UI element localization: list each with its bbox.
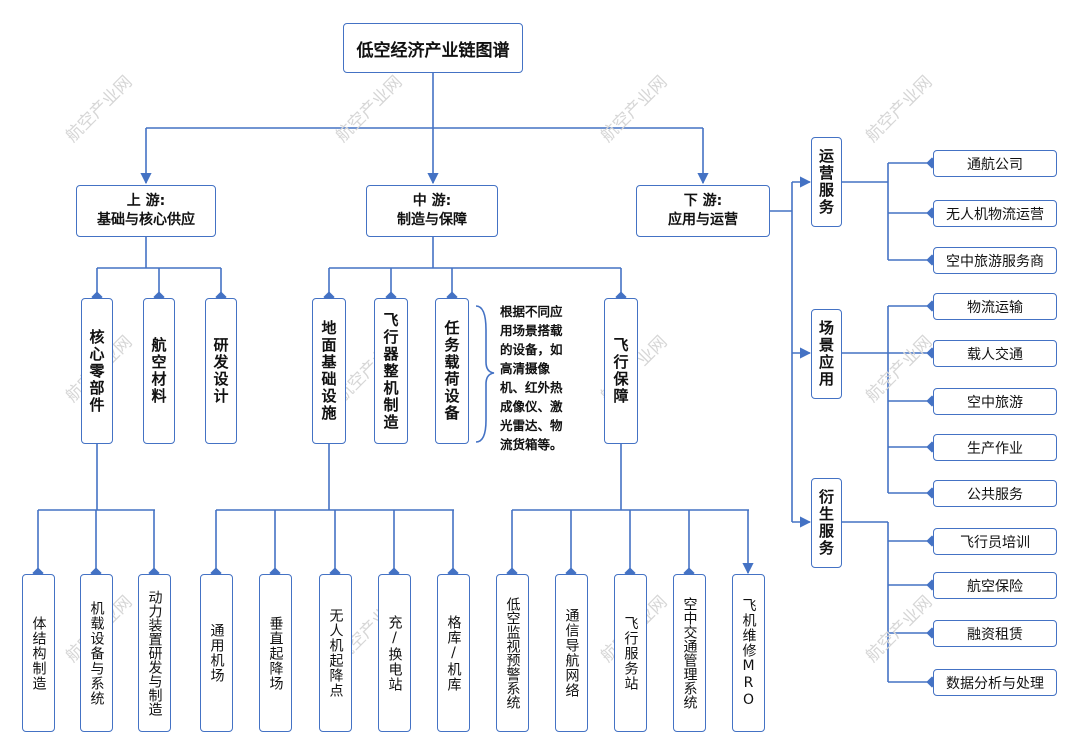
scene-application-leaf: 公共服务	[933, 480, 1057, 507]
payload-note: 根据不同应 用场景搭载 的设备，如 高清摄像 机、红外热 成像仪、激 光雷达、物…	[500, 304, 563, 452]
ground-infra-node: 地面基础设施	[312, 298, 346, 444]
rnd-node: 研发设计	[205, 298, 237, 444]
flight-support-leaf: 飞机维修MRO	[732, 574, 765, 732]
flight-support-leaf: 低空监视预警系统	[496, 574, 529, 732]
scene-application-node: 场景应用	[811, 309, 842, 399]
ops-service-leaf: 无人机物流运营	[933, 200, 1057, 227]
derived-service-node: 衍生服务	[811, 478, 842, 568]
derived-service-leaf: 飞行员培训	[933, 528, 1057, 555]
ground-infra-leaf: 通用机场	[200, 574, 233, 732]
scene-application-leaf: 生产作业	[933, 434, 1057, 461]
ground-infra-leaf: 充/换电站	[378, 574, 411, 732]
ops-service-leaf: 空中旅游服务商	[933, 247, 1057, 274]
scene-application-leaf: 空中旅游	[933, 388, 1057, 415]
flight-support-leaf: 通信导航网络	[555, 574, 588, 732]
ground-infra-leaf: 格库/机库	[437, 574, 470, 732]
materials-node: 航空材料	[143, 298, 175, 444]
connector	[475, 305, 495, 443]
derived-service-leaf: 数据分析与处理	[933, 669, 1057, 696]
flight-support-leaf: 飞行服务站	[614, 574, 647, 732]
ops-service-leaf: 通航公司	[933, 150, 1057, 177]
aircraft-manufacturing-node: 飞行器整机制造	[374, 298, 408, 444]
core-parts-leaf: 动力装置研发与制造	[138, 574, 171, 732]
ground-infra-leaf: 无人机起降点	[319, 574, 352, 732]
downstream-node: 下 游: 应用与运营	[636, 185, 770, 237]
midstream-node: 中 游: 制造与保障	[366, 185, 498, 237]
flight-support-node: 飞行保障	[604, 298, 638, 444]
scene-application-leaf: 载人交通	[933, 340, 1057, 367]
derived-service-leaf: 航空保险	[933, 572, 1057, 599]
upstream-node: 上 游: 基础与核心供应	[76, 185, 216, 237]
core-parts-node: 核心零部件	[81, 298, 113, 444]
derived-service-leaf: 融资租赁	[933, 620, 1057, 647]
core-parts-leaf: 体结构制造	[22, 574, 55, 732]
ground-infra-leaf: 垂直起降场	[259, 574, 292, 732]
core-parts-leaf: 机载设备与系统	[80, 574, 113, 732]
payload-node: 任务载荷设备	[435, 298, 469, 444]
scene-application-leaf: 物流运输	[933, 293, 1057, 320]
root-node: 低空经济产业链图谱	[343, 23, 523, 73]
flight-support-leaf: 空中交通管理系统	[673, 574, 706, 732]
ops-service-node: 运营服务	[811, 137, 842, 227]
